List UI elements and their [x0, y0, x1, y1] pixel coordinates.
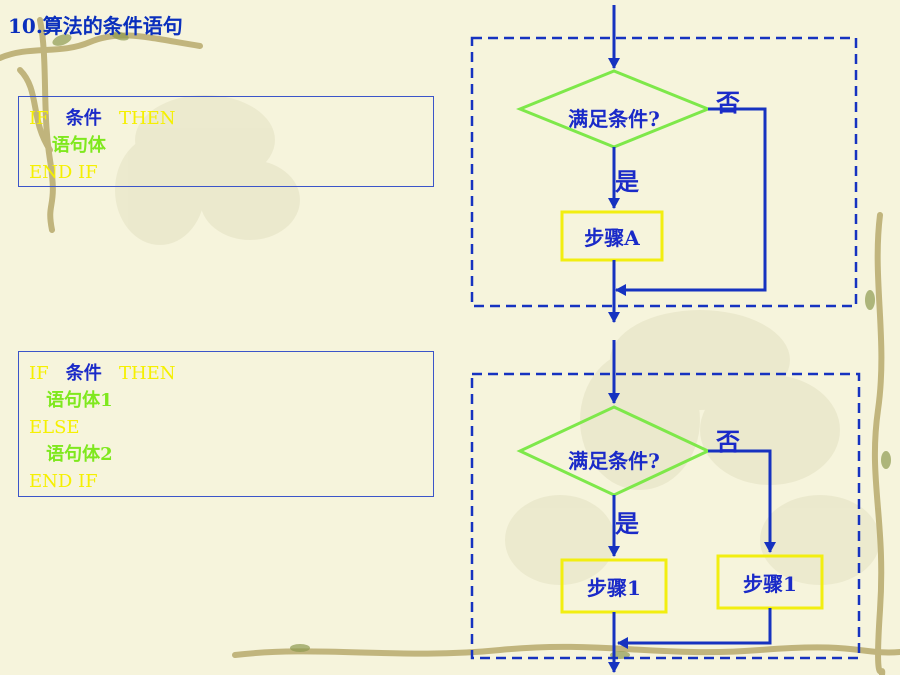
merge-arrow — [617, 608, 772, 649]
dashed-frame — [470, 372, 861, 660]
step-label-yes: 步骤1 — [587, 576, 641, 600]
code-keyword: IF — [29, 363, 49, 384]
no-label: 否 — [715, 88, 740, 117]
dashed-frame — [470, 36, 858, 308]
step-label-no: 步骤1 — [743, 572, 797, 596]
no-branch-line — [615, 107, 767, 296]
code-keyword: END IF — [29, 471, 98, 492]
flowchart-if: 满足条件? 是 步骤A 否 — [470, 5, 858, 323]
yes-label: 是 — [615, 509, 639, 538]
step-label: 步骤A — [584, 226, 640, 250]
code-statement: 语句体1 — [46, 390, 113, 411]
code-keyword: THEN — [118, 108, 176, 129]
code-line: IF 条件 THEN — [29, 105, 433, 132]
code-box-if-else: IF 条件 THEN 语句体1 ELSE 语句体2 END IF — [18, 351, 434, 497]
code-line: 语句体2 — [29, 441, 433, 468]
flowchart-if-else: 满足条件? 是 否 步骤1 步骤1 — [470, 340, 861, 673]
code-keyword: IF — [29, 108, 49, 129]
code-statement: 语句体2 — [46, 444, 113, 465]
code-line: END IF — [29, 468, 433, 495]
code-box-if: IF 条件 THEN 语句体 END IF — [18, 96, 434, 187]
decision-label: 满足条件? — [568, 107, 660, 131]
decision-label: 满足条件? — [568, 449, 660, 473]
code-keyword: END IF — [29, 162, 98, 183]
no-label: 否 — [715, 427, 740, 456]
code-statement: 语句体 — [51, 135, 106, 156]
code-line: 语句体1 — [29, 387, 433, 414]
code-condition: 条件 — [65, 108, 102, 129]
code-keyword: THEN — [118, 363, 176, 384]
code-line: ELSE — [29, 414, 433, 441]
code-condition: 条件 — [65, 363, 102, 384]
code-line: 语句体 — [29, 132, 433, 159]
yes-label: 是 — [615, 167, 639, 196]
page-title: 10.算法的条件语句 — [8, 14, 183, 38]
code-line: IF 条件 THEN — [29, 360, 433, 387]
code-keyword: ELSE — [29, 417, 80, 438]
no-branch-arrow — [708, 449, 776, 553]
step-box — [560, 210, 664, 262]
code-line: END IF — [29, 159, 433, 186]
